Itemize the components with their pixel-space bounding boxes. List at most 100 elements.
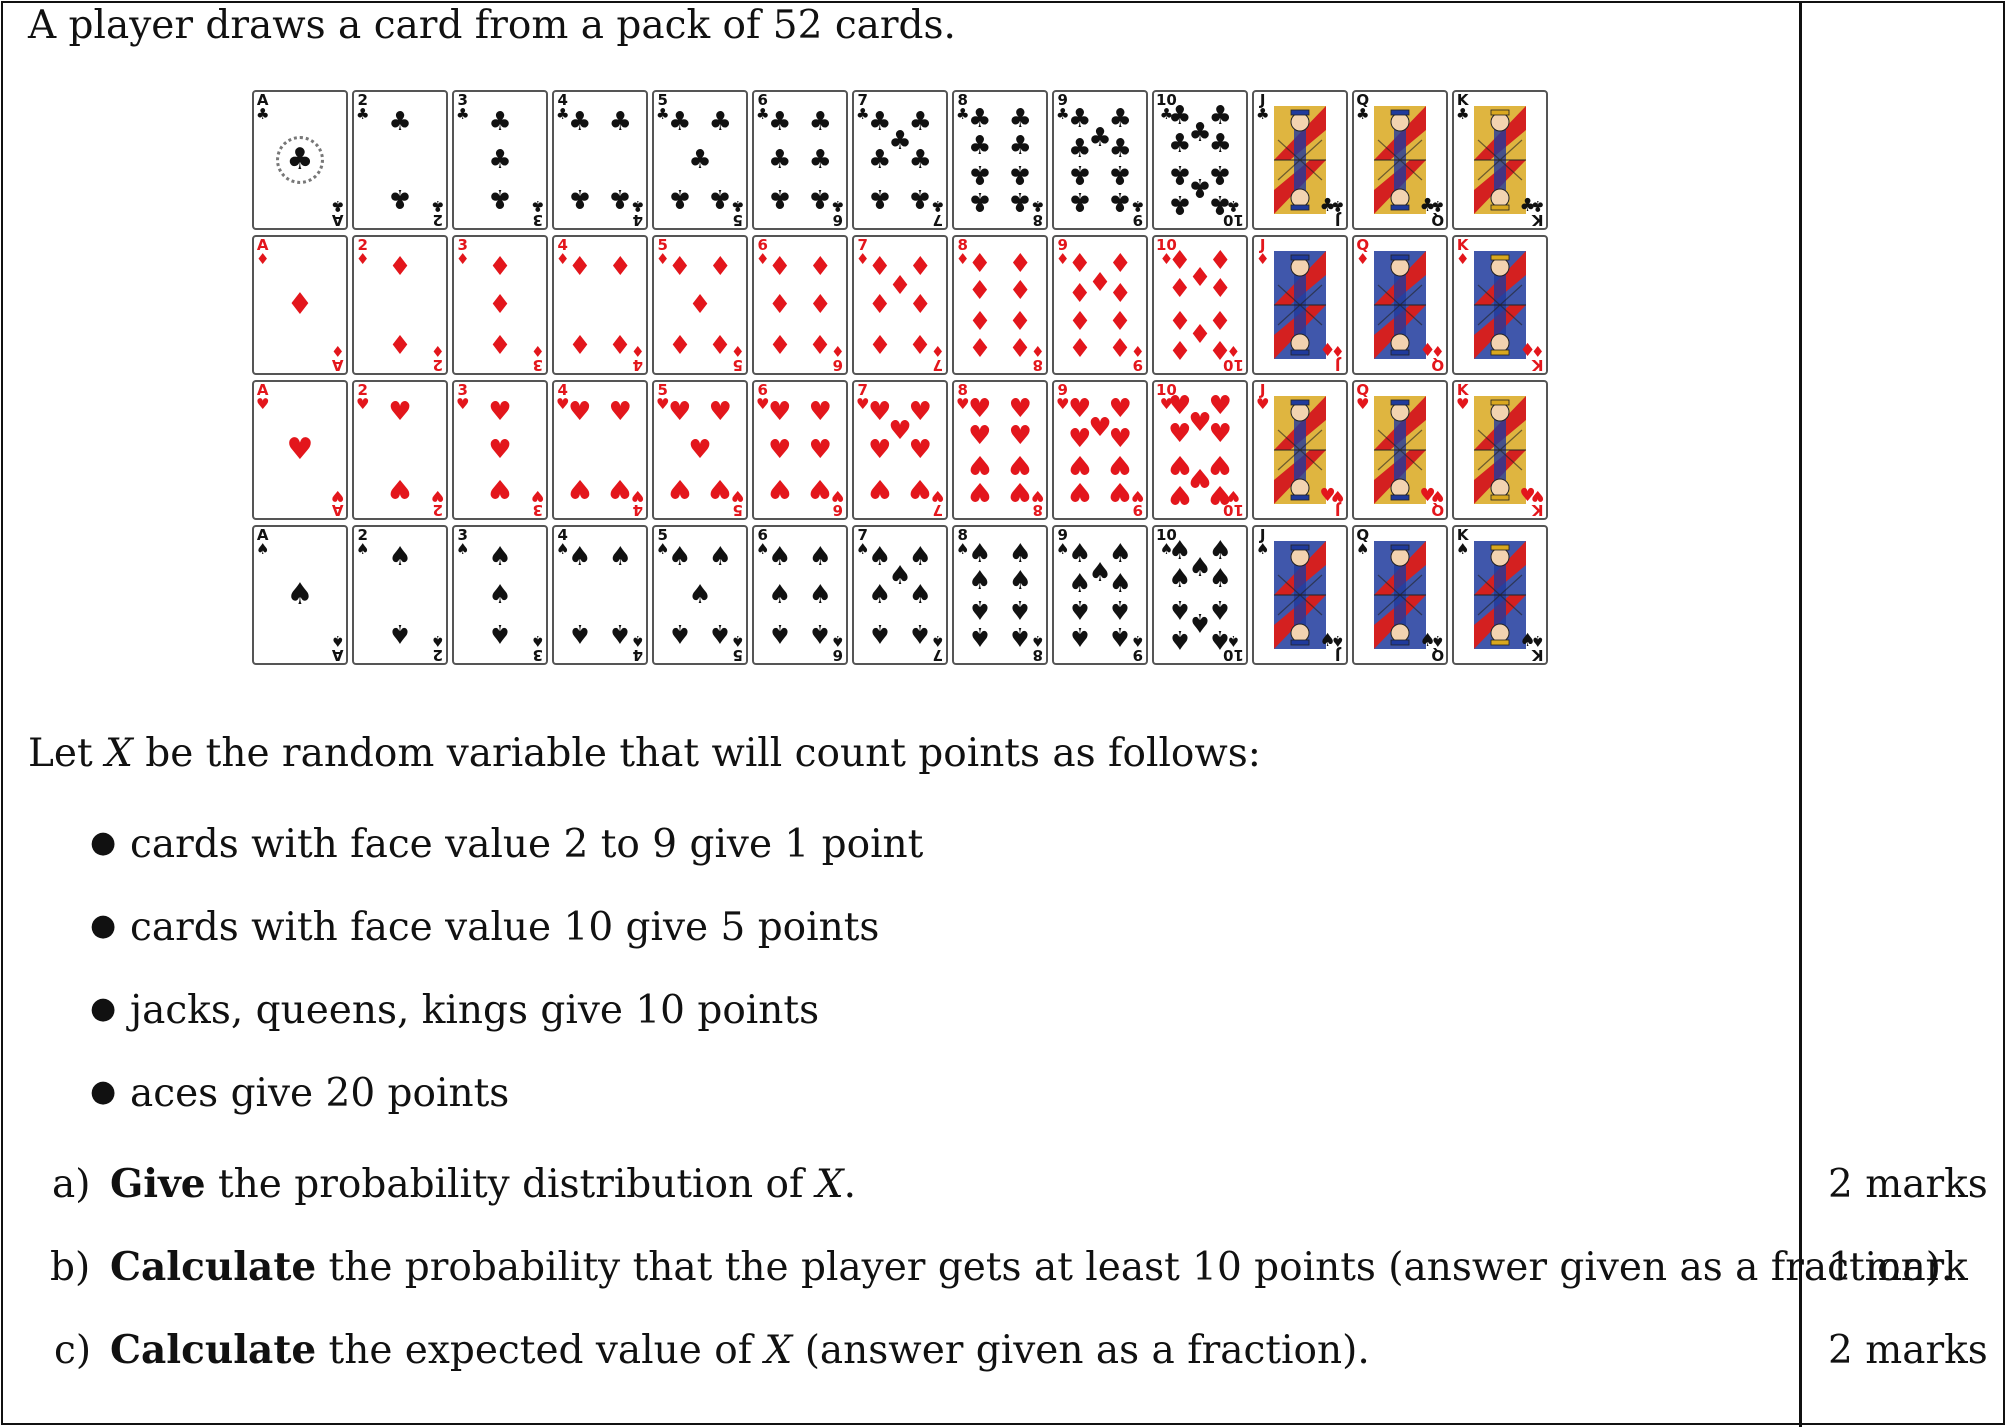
- spades-pip-icon: ♠: [968, 539, 992, 570]
- card-index: 8♣: [956, 91, 970, 123]
- spades-pip-icon: ♠: [488, 618, 512, 649]
- card-index: 4♥: [630, 487, 644, 519]
- playing-card: J♣J♣♣: [1252, 90, 1348, 230]
- playing-card: K♦K♦♦: [1452, 235, 1548, 375]
- diamonds-pip-icon: ♦: [908, 328, 932, 359]
- clubs-pip-icon: ♣: [1068, 134, 1092, 165]
- playing-card: 6♣6♣♣♣♣♣♣♣: [752, 90, 848, 230]
- hearts-pip-icon: ♥: [908, 435, 932, 465]
- card-index: Q♠: [1356, 526, 1370, 558]
- diamonds-pip-icon: ♦: [388, 328, 412, 359]
- playing-card: A♥A♥♥: [252, 380, 348, 520]
- diamonds-pip-icon: ♦: [1168, 333, 1192, 364]
- hearts-pip-icon: ♥: [668, 473, 692, 504]
- bullet-icon: ●: [90, 908, 117, 943]
- playing-card: 5♣5♣♣♣♣♣♣: [652, 90, 748, 230]
- card-index: 7♥: [930, 487, 944, 519]
- diamonds-pip-icon: ♦: [688, 290, 712, 320]
- clubs-pip-icon: ♣: [1008, 131, 1032, 162]
- playing-card: J♠J♠♠: [1252, 525, 1348, 665]
- spades-pip-icon: ♠: [1208, 623, 1232, 654]
- marks-column-divider: [1799, 1, 1802, 1427]
- card-index: 5♣: [730, 197, 744, 229]
- card-index: 5♠: [656, 526, 670, 558]
- clubs-pip-icon: ♣: [808, 106, 832, 137]
- diamonds-pip-icon: ♦: [1008, 303, 1032, 334]
- marks-label: 2 marks: [1828, 1162, 1988, 1207]
- card-index: 9♣: [1130, 197, 1144, 229]
- clubs-pip-icon: ♣: [488, 183, 512, 214]
- hearts-pip-icon: ♥: [1008, 475, 1032, 506]
- diamonds-pip-icon: ♦: [768, 290, 792, 320]
- hearts-pip-icon: ♥: [688, 435, 712, 465]
- spades-pip-icon: ♠: [1008, 539, 1032, 570]
- spades-pip-icon: ♠: [968, 620, 992, 651]
- clubs-pip-icon: ♣: [568, 106, 592, 137]
- playing-card: 4♥4♥♥♥♥♥: [552, 380, 648, 520]
- spades-pip-icon: ♠: [968, 566, 992, 597]
- clubs-pip-icon: ♣: [1008, 104, 1032, 135]
- spades-pip-icon: ♠: [1168, 536, 1192, 567]
- hearts-pip-icon: ♥: [1068, 475, 1092, 506]
- playing-card: 4♦4♦♦♦♦♦: [552, 235, 648, 375]
- card-index: 10♣: [1156, 91, 1177, 123]
- clubs-pip-icon: ♣: [908, 145, 932, 175]
- clubs-pip-icon: ♣: [888, 125, 912, 156]
- playing-card: J♥J♥♥: [1252, 380, 1348, 520]
- card-index: 5♣: [656, 91, 670, 123]
- hearts-pip-icon: ♥: [388, 396, 412, 427]
- clubs-pip-icon: ♣: [1168, 188, 1192, 219]
- card-index: 10♠: [1156, 526, 1177, 558]
- card-index: 3♠: [456, 526, 470, 558]
- card-index: 4♠: [556, 526, 570, 558]
- card-index: A♠: [256, 526, 270, 558]
- card-index: A♣: [256, 91, 270, 123]
- spades-pip-icon: ♠: [1108, 593, 1132, 624]
- hearts-pip-icon: ♥: [1068, 448, 1092, 479]
- playing-card: 10♠10♠♠♠♠♠♠♠♠♠♠♠: [1152, 525, 1248, 665]
- diamonds-pip-icon: ♦: [568, 251, 592, 282]
- card-index: 6♥: [830, 487, 844, 519]
- card-index: K♥: [1456, 381, 1470, 413]
- card-index: 9♠: [1130, 632, 1144, 664]
- spades-pip-icon: ♠: [286, 577, 314, 612]
- card-index: 7♠: [856, 526, 870, 558]
- card-index: 3♦: [456, 236, 470, 268]
- diamonds-pip-icon: ♦: [608, 328, 632, 359]
- card-index: 5♠: [730, 632, 744, 664]
- hearts-pip-icon: ♥: [1108, 394, 1132, 425]
- diamonds-pip-icon: ♦: [768, 328, 792, 359]
- clubs-pip-icon: ♣: [1108, 185, 1132, 216]
- spades-pip-icon: ♠: [808, 580, 832, 610]
- diamonds-pip-icon: ♦: [1519, 340, 1536, 362]
- diamonds-pip-icon: ♦: [1108, 249, 1132, 280]
- diamonds-pip-icon: ♦: [488, 290, 512, 320]
- spades-pip-icon: ♠: [908, 580, 932, 610]
- hearts-pip-icon: ♥: [1168, 478, 1192, 509]
- spades-pip-icon: ♠: [668, 618, 692, 649]
- clubs-pip-icon: ♣: [868, 183, 892, 214]
- hearts-pip-icon: ♥: [1108, 475, 1132, 506]
- playing-card: J♦J♦♦: [1252, 235, 1348, 375]
- diamonds-pip-icon: ♦: [1208, 273, 1232, 304]
- hearts-pip-icon: ♥: [908, 396, 932, 427]
- playing-card: A♦A♦♦: [252, 235, 348, 375]
- diamonds-pip-icon: ♦: [1008, 276, 1032, 307]
- spades-pip-icon: ♠: [908, 541, 932, 572]
- clubs-pip-icon: ♣: [1068, 185, 1092, 216]
- card-index: J♦: [1256, 236, 1270, 268]
- spades-pip-icon: ♠: [388, 618, 412, 649]
- ace-ornament-icon: [276, 136, 324, 184]
- spades-pip-icon: ♠: [708, 541, 732, 572]
- hearts-pip-icon: ♥: [1008, 394, 1032, 425]
- hearts-pip-icon: ♥: [1088, 413, 1112, 444]
- hearts-pip-icon: ♥: [1188, 407, 1212, 438]
- card-index: 3♥: [456, 381, 470, 413]
- clubs-pip-icon: ♣: [1108, 158, 1132, 189]
- playing-card: 9♥9♥♥♥♥♥♥♥♥♥♥: [1052, 380, 1148, 520]
- card-index: 3♠: [530, 632, 544, 664]
- diamonds-pip-icon: ♦: [1168, 246, 1192, 277]
- diamonds-pip-icon: ♦: [668, 328, 692, 359]
- card-index: 3♣: [456, 91, 470, 123]
- card-index: 8♥: [956, 381, 970, 413]
